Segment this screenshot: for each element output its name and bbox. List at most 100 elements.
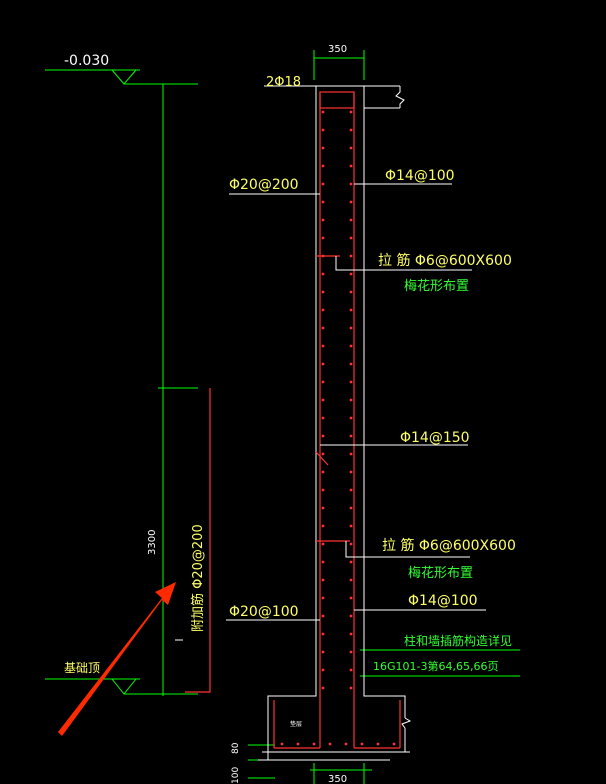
- rebar-dot: [349, 686, 353, 690]
- rebar-dot: [349, 596, 353, 600]
- rebar-dot: [321, 650, 325, 654]
- rebar-dots: [280, 110, 396, 746]
- rebar-dot: [349, 164, 353, 168]
- rebar-dot: [349, 632, 353, 636]
- top-bar-label: 2Φ18: [266, 75, 301, 90]
- base-elevation-label: 基础顶: [64, 661, 100, 675]
- rebar-dot: [321, 308, 325, 312]
- rebar-dot: [349, 182, 353, 186]
- tie-bar-bottom-label: 拉 筋 Φ6@600X600: [382, 537, 516, 554]
- rebar-dot: [344, 742, 348, 746]
- rebar-dot: [349, 650, 353, 654]
- base-dim-100: 100: [231, 767, 241, 784]
- rebar-dot: [349, 560, 353, 564]
- tie-layout-bottom-label: 梅花形布置: [408, 565, 473, 581]
- rebar-dot: [321, 236, 325, 240]
- rebar-dot: [349, 236, 353, 240]
- extra-bar-label: 附加筋 Φ20@200: [190, 524, 206, 632]
- rebar-dot: [392, 742, 396, 746]
- rebar-dot: [349, 362, 353, 366]
- rebar-dot: [321, 686, 325, 690]
- rebar-dot: [321, 254, 325, 258]
- rebar-dot: [321, 182, 325, 186]
- rebar-dot: [321, 560, 325, 564]
- left-bar-bottom-label: Φ20@100: [229, 604, 299, 620]
- base-small-label: 垫层: [290, 720, 302, 728]
- rebar-dot: [321, 128, 325, 132]
- rebar-dot: [321, 614, 325, 618]
- dimension-lines: [45, 50, 520, 784]
- rebar-lines: [185, 91, 401, 749]
- rebar-dot: [321, 380, 325, 384]
- leader-lines: [175, 85, 486, 641]
- rebar-dot: [321, 290, 325, 294]
- right-bar-mid-label: Φ14@150: [400, 430, 470, 446]
- rebar-dot: [349, 470, 353, 474]
- rebar-dot: [321, 272, 325, 276]
- rebar-dot: [321, 506, 325, 510]
- rebar-dot: [328, 742, 332, 746]
- ref-note-label: 柱和墙插筋构造详见: [404, 633, 512, 648]
- tie-layout-top-label: 梅花形布置: [404, 278, 469, 294]
- rebar-dot: [349, 398, 353, 402]
- rebar-dot: [349, 128, 353, 132]
- rebar-dot: [349, 434, 353, 438]
- rebar-dot: [321, 434, 325, 438]
- bottom-width-dim: 350: [328, 774, 347, 784]
- top-width-dim: 350: [328, 44, 347, 55]
- rebar-dot: [321, 470, 325, 474]
- rebar-dot: [321, 362, 325, 366]
- rebar-dot: [349, 308, 353, 312]
- height-dim-label: 3300: [147, 530, 158, 555]
- rebar-dot: [280, 742, 284, 746]
- rebar-dot: [349, 506, 353, 510]
- elevation-top-label: -0.030: [64, 53, 109, 69]
- rebar-dot: [349, 452, 353, 456]
- red-pointer-arrow: [58, 582, 176, 736]
- rebar-dot: [321, 596, 325, 600]
- rebar-dot: [321, 524, 325, 528]
- rebar-dot: [321, 488, 325, 492]
- rebar-dot: [349, 344, 353, 348]
- rebar-dot: [321, 542, 325, 546]
- rebar-dot: [321, 344, 325, 348]
- rebar-dot: [321, 632, 325, 636]
- rebar-dot: [321, 668, 325, 672]
- rebar-dot: [349, 254, 353, 258]
- rebar-dot: [349, 218, 353, 222]
- base-dim-80: 80: [231, 742, 241, 754]
- rebar-dot: [349, 326, 353, 330]
- rebar-dot: [349, 146, 353, 150]
- tie-bar-top-label: 拉 筋 Φ6@600X600: [378, 252, 512, 269]
- right-bar-top-label: Φ14@100: [385, 168, 455, 184]
- rebar-dot: [321, 326, 325, 330]
- rebar-dot: [349, 524, 353, 528]
- rebar-dot: [376, 742, 380, 746]
- rebar-dot: [321, 398, 325, 402]
- rebar-dot: [349, 200, 353, 204]
- labels: 350 -0.030 2Φ18 Φ20@200 Φ14@100 拉 筋 Φ6@6…: [64, 44, 516, 784]
- left-bar-top-label: Φ20@200: [229, 177, 299, 193]
- rebar-dot: [349, 488, 353, 492]
- rebar-dot: [360, 742, 364, 746]
- rebar-dot: [349, 380, 353, 384]
- rebar-dot: [321, 416, 325, 420]
- rebar-dot: [349, 416, 353, 420]
- rebar-dot: [349, 290, 353, 294]
- rebar-dot: [349, 668, 353, 672]
- rebar-dot: [321, 110, 325, 114]
- rebar-dot: [349, 110, 353, 114]
- rebar-dot: [312, 742, 316, 746]
- rebar-dot: [349, 272, 353, 276]
- rebar-dot: [321, 452, 325, 456]
- right-bar-bottom-label: Φ14@100: [408, 593, 478, 609]
- rebar-dot: [349, 614, 353, 618]
- rebar-dot: [349, 542, 353, 546]
- rebar-dot: [349, 578, 353, 582]
- rebar-dot: [296, 742, 300, 746]
- rebar-dot: [321, 578, 325, 582]
- rebar-dot: [321, 200, 325, 204]
- rebar-dot: [321, 218, 325, 222]
- rebar-dot: [321, 164, 325, 168]
